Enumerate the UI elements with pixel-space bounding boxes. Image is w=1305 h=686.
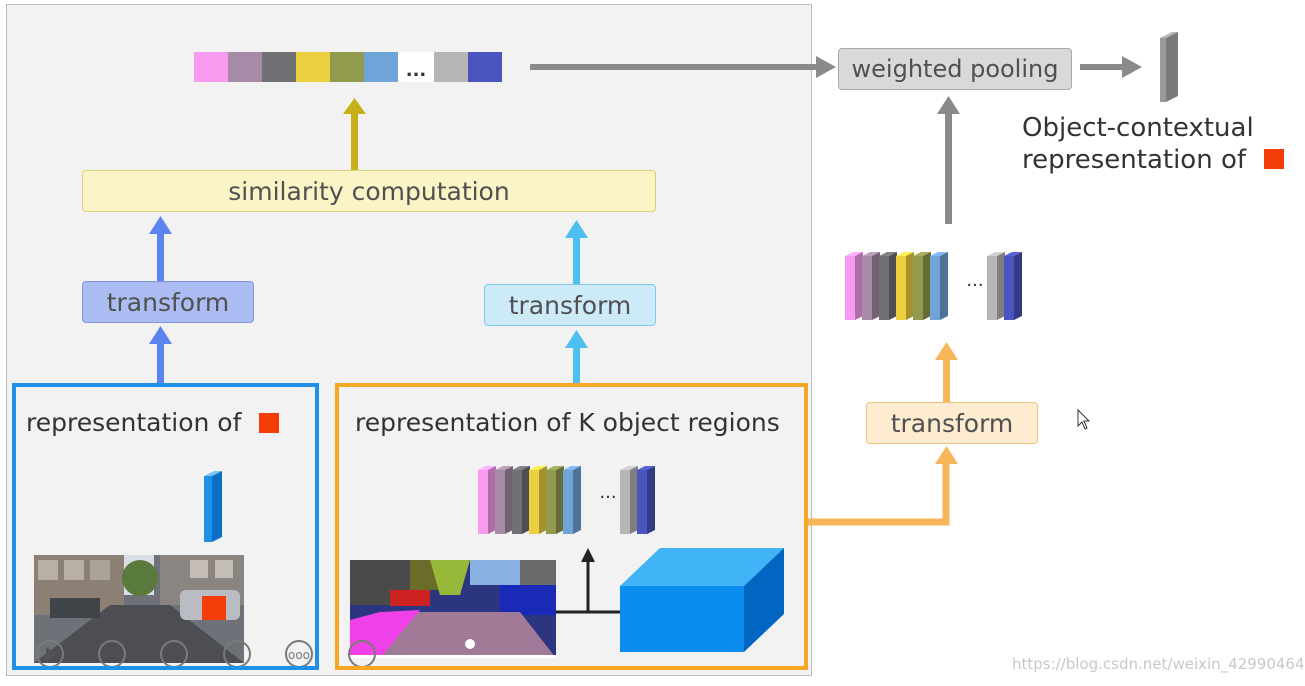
mouse-cursor-icon	[1077, 408, 1091, 430]
arrow-left-lower	[149, 326, 172, 383]
arrow-strip-to-pooling	[530, 56, 836, 78]
feature-bar	[862, 252, 880, 320]
pixel-feature-vector	[204, 471, 222, 542]
arrow-left-upper	[149, 216, 172, 281]
feature-bar	[637, 466, 655, 534]
arrow-middle-lower	[565, 330, 588, 383]
transform-left-label: transform	[106, 287, 230, 317]
segmentation-image	[350, 560, 556, 658]
pixel-marker-square	[259, 413, 280, 433]
transform-left-box: transform	[82, 281, 254, 323]
transform-right-box: transform	[866, 402, 1038, 444]
feature-bar	[478, 466, 496, 534]
strip-cell	[468, 52, 502, 82]
feature-bar	[529, 466, 547, 534]
strip-cell	[228, 52, 262, 82]
feature-bar	[1004, 252, 1022, 320]
strip-cell	[364, 52, 398, 82]
transform-middle-label: transform	[508, 290, 632, 320]
feature-bar	[563, 466, 581, 534]
region-features-box	[478, 466, 655, 534]
arrow-right-upper	[935, 342, 958, 402]
street-scene-image	[34, 555, 244, 663]
arrow-features-to-pooling	[937, 96, 960, 224]
feature-bar	[845, 252, 863, 320]
strip-cell	[434, 52, 468, 82]
pixel-representation-text: representation of	[26, 408, 242, 437]
strip-cell	[194, 52, 228, 82]
region-features-right	[845, 252, 1022, 320]
feature-bar	[896, 252, 914, 320]
strip-cell	[296, 52, 330, 82]
strip-cell	[262, 52, 296, 82]
svg-text:ooo: ooo	[288, 648, 310, 662]
connector-image-to-features	[556, 548, 620, 614]
similarity-label: similarity computation	[228, 176, 510, 206]
watermark: https://blog.csdn.net/weixin_42990464	[1012, 655, 1305, 673]
caption-marker-square	[1264, 149, 1285, 169]
pixel-marker	[202, 596, 226, 620]
caption-line2-text: representation of	[1022, 145, 1247, 175]
arrow-regions-to-transform	[808, 446, 958, 526]
feature-bar	[495, 466, 513, 534]
pixel-representation-box	[12, 383, 319, 670]
object-contextual-caption: Object-contextual representation of	[1022, 112, 1285, 176]
region-representation-box	[335, 383, 808, 670]
pixel-representation-title: representation of	[26, 408, 280, 437]
similarity-strip	[194, 52, 502, 82]
feature-bar	[879, 252, 897, 320]
arrow-middle-upper	[565, 220, 588, 284]
feature-bar	[546, 466, 564, 534]
features-ellipsis-box: ...	[599, 482, 616, 503]
features-ellipsis-right: ...	[966, 270, 983, 291]
region-cube	[620, 548, 784, 652]
arrow-sim-to-strip	[343, 98, 366, 170]
weighted-pooling-box: weighted pooling	[838, 48, 1072, 90]
feature-bar	[512, 466, 530, 534]
output-vector	[1160, 32, 1178, 102]
strip-cell	[398, 52, 434, 82]
region-representation-title: representation of K object regions	[355, 408, 780, 437]
strip-ellipsis: ...	[406, 60, 427, 81]
feature-bar	[987, 252, 1005, 320]
strip-cell	[330, 52, 364, 82]
caption-line2: representation of	[1022, 144, 1285, 176]
transform-middle-box: transform	[484, 284, 656, 326]
transform-right-label: transform	[890, 408, 1014, 438]
feature-bar	[913, 252, 931, 320]
weighted-pooling-label: weighted pooling	[851, 55, 1059, 83]
arrow-pooling-to-output	[1080, 56, 1142, 78]
caption-line1: Object-contextual	[1022, 113, 1254, 143]
feature-bar	[930, 252, 948, 320]
feature-bar	[620, 466, 638, 534]
similarity-computation-box: similarity computation	[82, 170, 656, 212]
